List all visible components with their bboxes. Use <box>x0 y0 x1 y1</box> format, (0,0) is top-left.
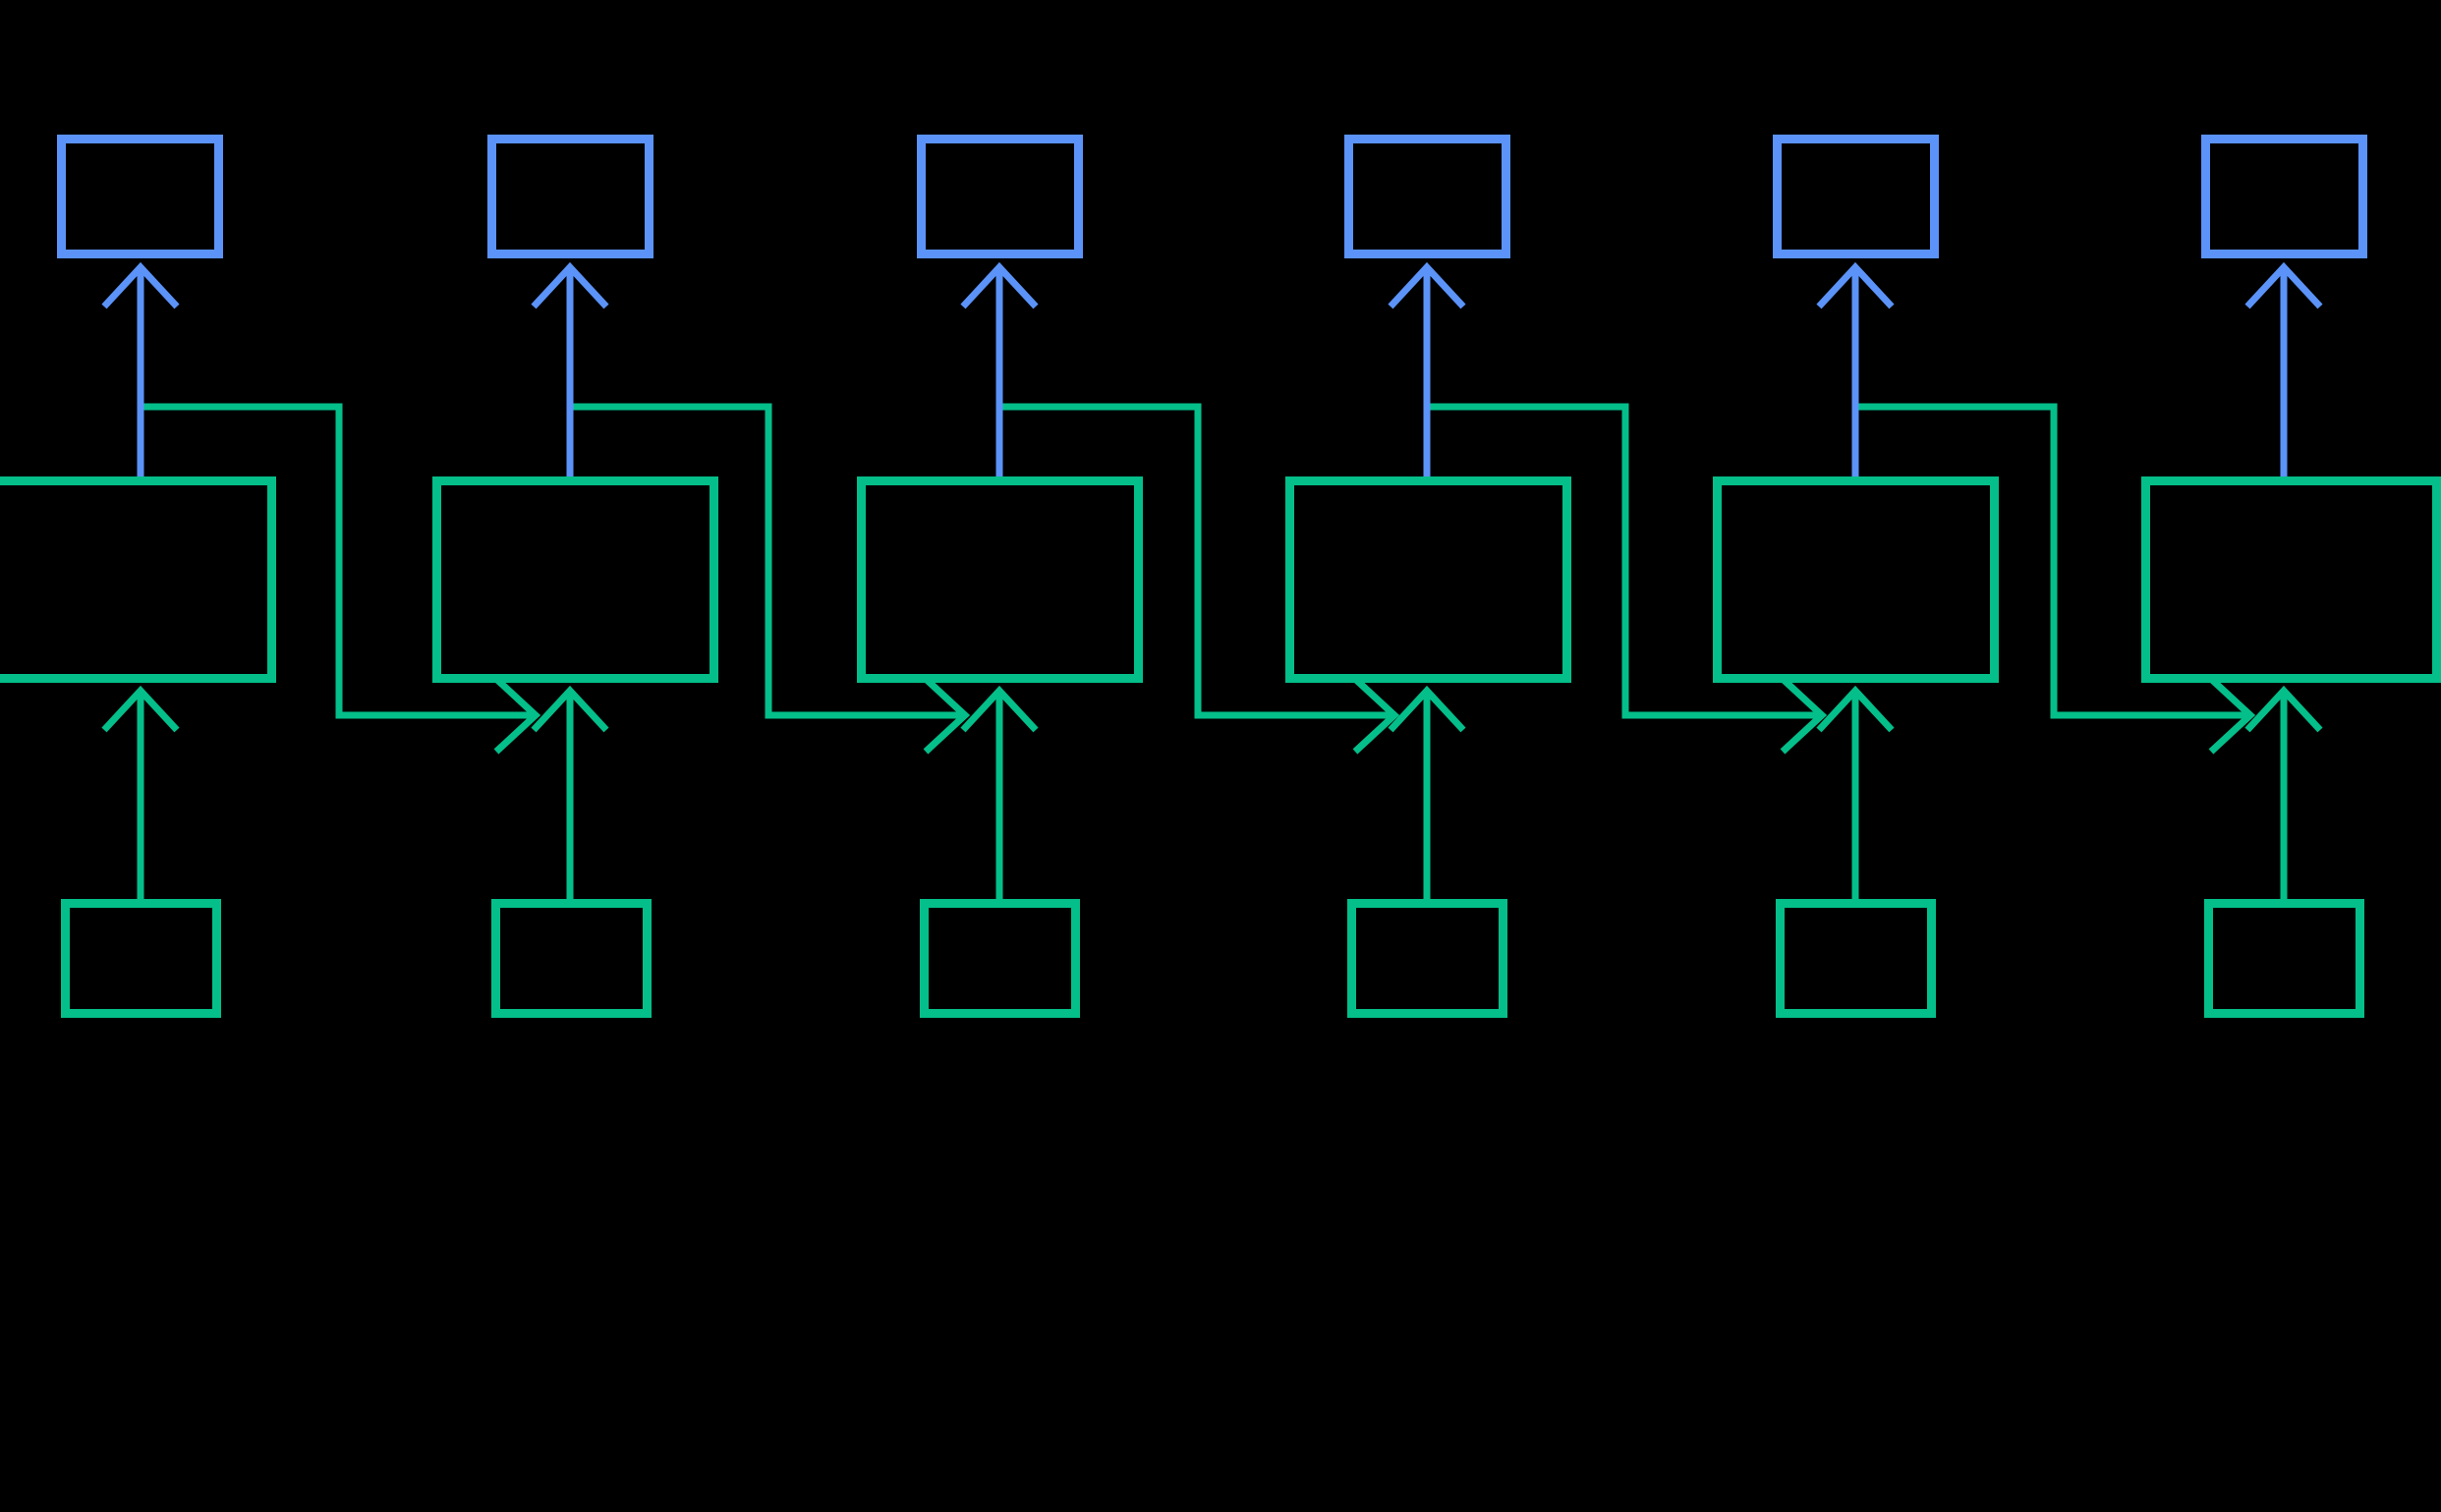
recurrent-arrow-t5 <box>1855 403 2256 755</box>
hidden-box-t3[interactable] <box>857 476 1143 683</box>
recurrent-arrow-t3-path <box>999 403 1394 719</box>
hidden-box-t6[interactable] <box>2141 476 2441 683</box>
input-box-t1[interactable] <box>61 899 221 1018</box>
output-box-t3-outline <box>917 135 1083 258</box>
input-box-t2-outline <box>491 899 652 1018</box>
hidden-to-output-arrow-t5 <box>1816 261 1895 476</box>
hidden-to-output-arrow-t1-head-icon <box>101 261 180 309</box>
hidden-box-t2-outline <box>432 476 718 683</box>
output-box-t3[interactable] <box>917 135 1083 258</box>
recurrent-arrow-t2-head-icon <box>923 676 971 755</box>
hidden-box-t6-outline <box>2141 476 2441 683</box>
hidden-to-output-arrow-t5-head-icon <box>1816 261 1895 309</box>
hidden-to-output-arrow-t2-head-icon <box>531 261 609 309</box>
output-box-t2-outline <box>487 135 653 258</box>
input-to-hidden-arrow-t6-head-icon <box>2244 685 2323 733</box>
hidden-box-t1[interactable] <box>0 476 276 683</box>
input-to-hidden-arrow-t3 <box>960 685 1039 899</box>
recurrent-arrow-t1-head-icon <box>493 676 541 755</box>
recurrent-arrow-t1 <box>141 403 541 755</box>
recurrent-arrow-t4-head-icon <box>1780 676 1828 755</box>
hidden-box-t4[interactable] <box>1285 476 1571 683</box>
hidden-to-output-arrow-t6-head-icon <box>2244 261 2323 309</box>
output-box-t4[interactable] <box>1344 135 1510 258</box>
input-to-hidden-arrow-t6 <box>2244 685 2323 899</box>
recurrent-arrow-t2-path <box>570 403 965 719</box>
output-box-t1[interactable] <box>57 135 223 258</box>
output-box-t2[interactable] <box>487 135 653 258</box>
hidden-box-t4-outline <box>1285 476 1571 683</box>
input-box-t5-outline <box>1776 899 1936 1018</box>
input-box-t5[interactable] <box>1776 899 1936 1018</box>
recurrent-arrow-t3-head-icon <box>1352 676 1400 755</box>
input-box-t3-outline <box>920 899 1080 1018</box>
hidden-to-output-arrow-t6 <box>2244 261 2323 476</box>
hidden-to-output-arrow-t4 <box>1388 261 1466 476</box>
input-box-t4[interactable] <box>1347 899 1507 1018</box>
recurrent-arrow-t4-path <box>1427 403 1822 719</box>
recurrent-arrow-t1-path <box>141 403 536 719</box>
input-box-t2[interactable] <box>491 899 652 1018</box>
recurrent-arrow-t3 <box>999 403 1400 755</box>
output-box-t6-outline <box>2201 135 2367 258</box>
hidden-box-t3-outline <box>857 476 1143 683</box>
hidden-box-t2[interactable] <box>432 476 718 683</box>
input-to-hidden-arrow-t2 <box>531 685 609 899</box>
hidden-box-t5[interactable] <box>1713 476 1999 683</box>
output-box-t1-outline <box>57 135 223 258</box>
hidden-to-output-arrow-t2 <box>531 261 609 476</box>
hidden-to-output-arrow-t3 <box>960 261 1039 476</box>
input-to-hidden-arrow-t4-head-icon <box>1388 685 1466 733</box>
input-to-hidden-arrow-t4 <box>1388 685 1466 899</box>
input-to-hidden-arrow-t3-head-icon <box>960 685 1039 733</box>
hidden-to-output-arrow-t3-head-icon <box>960 261 1039 309</box>
hidden-box-t1-outline <box>0 476 276 683</box>
input-to-hidden-arrow-t1-head-icon <box>101 685 180 733</box>
input-box-t6-outline <box>2204 899 2364 1018</box>
recurrent-arrow-t2 <box>570 403 971 755</box>
input-box-t1-outline <box>61 899 221 1018</box>
hidden-to-output-arrow-t4-head-icon <box>1388 261 1466 309</box>
output-box-t4-outline <box>1344 135 1510 258</box>
input-box-t4-outline <box>1347 899 1507 1018</box>
recurrent-arrow-t4 <box>1427 403 1828 755</box>
recurrent-arrow-t5-path <box>1855 403 2250 719</box>
hidden-box-t5-outline <box>1713 476 1999 683</box>
input-to-hidden-arrow-t5 <box>1816 685 1895 899</box>
input-to-hidden-arrow-t1 <box>101 685 180 899</box>
input-box-t3[interactable] <box>920 899 1080 1018</box>
input-to-hidden-arrow-t5-head-icon <box>1816 685 1895 733</box>
input-to-hidden-arrow-t2-head-icon <box>531 685 609 733</box>
recurrent-arrow-t5-head-icon <box>2208 676 2256 755</box>
output-box-t5[interactable] <box>1773 135 1939 258</box>
hidden-to-output-arrow-t1 <box>101 261 180 476</box>
input-box-t6[interactable] <box>2204 899 2364 1018</box>
output-box-t5-outline <box>1773 135 1939 258</box>
output-box-t6[interactable] <box>2201 135 2367 258</box>
